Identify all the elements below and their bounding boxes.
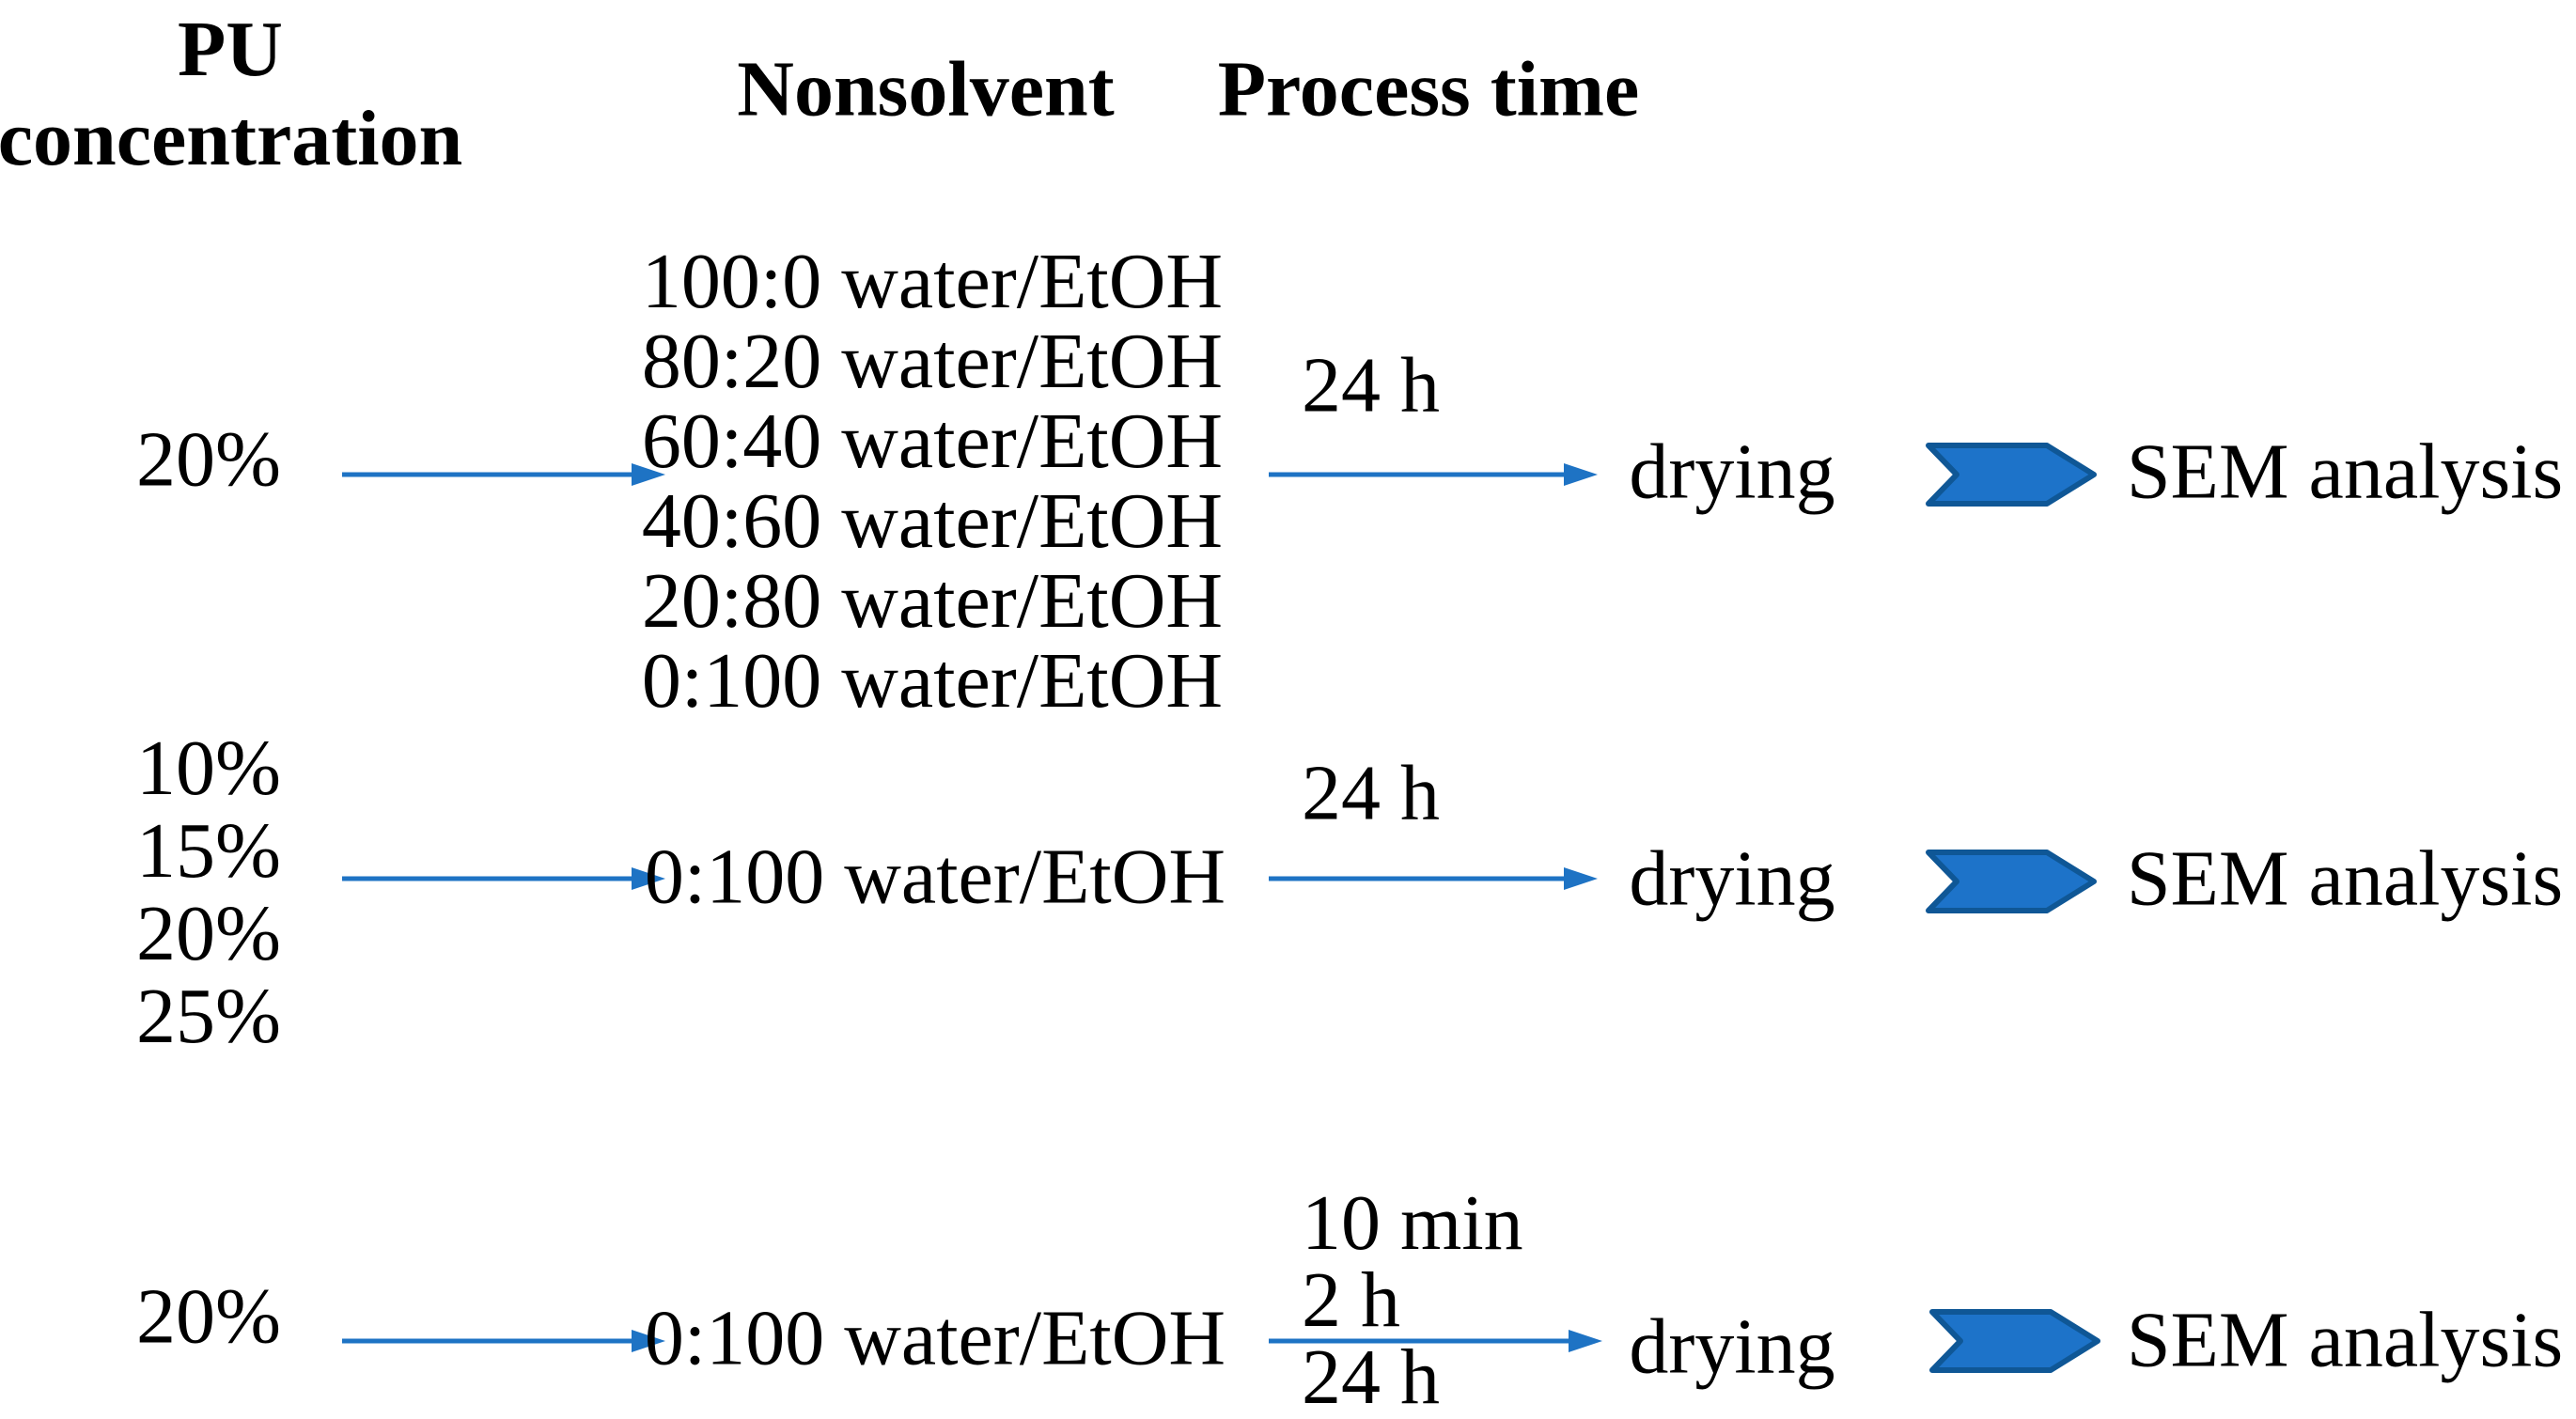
drying-label: drying — [1629, 428, 1835, 516]
pu-value: 20% — [136, 415, 281, 504]
nonsolvent-option: 80:20 water/EtOH — [641, 318, 1224, 405]
flow-arrow-icon — [342, 1330, 665, 1352]
drying-label: drying — [1629, 834, 1835, 923]
process-time-label: 10 min — [1302, 1179, 1523, 1267]
header-nonsolvent: Nonsolvent — [737, 45, 1115, 133]
header-process-time: Process time — [1217, 45, 1640, 133]
nonsolvent-option: 0:100 water/EtOH — [644, 833, 1226, 921]
sem-analysis-label: SEM analysis — [2126, 428, 2564, 516]
flow-arrow-icon — [1269, 463, 1598, 486]
process-time-label: 24 h — [1302, 341, 1440, 429]
sem-analysis-label: SEM analysis — [2126, 1296, 2564, 1384]
nonsolvent-option: 100:0 water/EtOH — [641, 238, 1224, 325]
flow-arrow-icon — [342, 867, 665, 890]
process-time-label: 24 h — [1302, 1333, 1440, 1419]
nonsolvent-option: 40:60 water/EtOH — [641, 477, 1224, 565]
nonsolvent-option: 0:100 water/EtOH — [641, 637, 1224, 725]
flow-arrow-icon — [342, 463, 665, 486]
sem-analysis-label: SEM analysis — [2126, 834, 2564, 923]
drying-label: drying — [1629, 1302, 1835, 1391]
nonsolvent-option: 60:40 water/EtOH — [641, 398, 1224, 485]
pu-value: 20% — [136, 890, 281, 977]
nonsolvent-option: 0:100 water/EtOH — [644, 1294, 1226, 1382]
chevron-arrow-icon — [1926, 850, 2097, 913]
flow-arrow-icon — [1269, 867, 1598, 890]
pu-concentration-list: 10% 15% 20% 25% — [136, 727, 281, 1058]
pu-value: 20% — [136, 1272, 281, 1361]
nonsolvent-list: 100:0 water/EtOH 80:20 water/EtOH 60:40 … — [642, 242, 1223, 721]
chevron-arrow-icon — [1926, 443, 2097, 507]
pu-value: 15% — [136, 807, 281, 895]
process-time-label: 2 h — [1302, 1256, 1400, 1344]
flow-arrow-icon — [1269, 1330, 1602, 1352]
nonsolvent-option: 20:80 water/EtOH — [641, 557, 1224, 645]
process-time-label: 24 h — [1302, 749, 1440, 837]
pu-value: 10% — [136, 725, 281, 812]
process-time-list: 10 min 2 h 24 h — [1302, 1179, 1523, 1419]
header-pu-concentration: PU concentration — [0, 6, 463, 182]
chevron-arrow-icon — [1929, 1309, 2100, 1373]
pu-value: 25% — [136, 973, 281, 1060]
